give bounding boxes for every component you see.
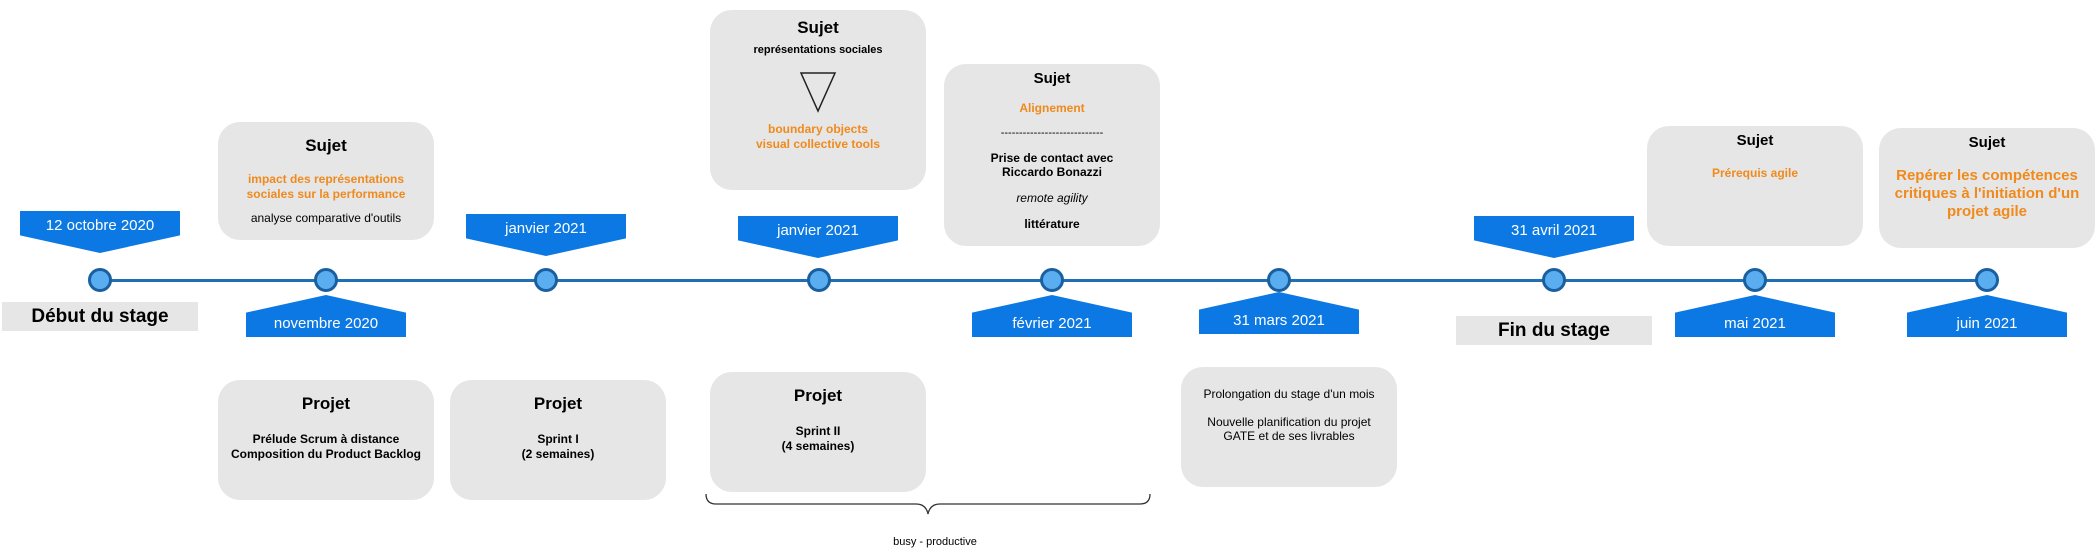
start-label: Début du stage — [2, 302, 198, 331]
projet-card: Projet Sprint II (4 semaines) — [710, 372, 926, 492]
timeline-node[interactable] — [1743, 268, 1767, 292]
card-separator: ---------------------------- — [1000, 127, 1104, 139]
card-bold: littérature — [1024, 217, 1080, 231]
brace-bracket — [705, 493, 1151, 515]
sujet-card: Sujet Alignement -----------------------… — [944, 64, 1160, 246]
card-highlight: Prérequis agile — [1711, 166, 1799, 180]
date-flag-jan-2021-b: janvier 2021 — [738, 216, 898, 258]
card-title: Sujet — [797, 18, 839, 37]
note-line: Prolongation du stage d'un mois — [1203, 387, 1375, 401]
card-text: Sprint II (4 semaines) — [781, 424, 855, 453]
timeline-node[interactable] — [1267, 268, 1291, 292]
date-flag-feb-2021: février 2021 — [972, 295, 1132, 337]
card-text: Sprint I (2 semaines) — [521, 432, 595, 461]
brace-label: busy - productive — [893, 536, 977, 548]
projet-card: Projet Sprint I (2 semaines) — [450, 380, 666, 500]
timeline-node[interactable] — [1975, 268, 1999, 292]
card-highlight: boundary objects visual collective tools — [755, 122, 881, 151]
card-title: Sujet — [1033, 70, 1071, 87]
sujet-card: Sujet représentations sociales boundary … — [710, 10, 926, 190]
end-label: Fin du stage — [1456, 316, 1652, 345]
date-flag-mar-2021: 31 mars 2021 — [1199, 292, 1359, 334]
date-flag-apr-2021: 31 avril 2021 — [1474, 216, 1634, 258]
timeline-node[interactable] — [1542, 268, 1566, 292]
card-title: Projet — [301, 394, 351, 413]
card-highlight: Repérer les compétences critiques à l'in… — [1894, 167, 2080, 220]
card-title: Sujet — [305, 136, 347, 155]
card-text: analyse comparative d'outils — [250, 211, 402, 225]
card-highlight: impact des représentations sociales sur … — [246, 172, 406, 201]
sujet-card: Sujet Repérer les compétences critiques … — [1879, 128, 2095, 248]
card-italic: remote agility — [1016, 191, 1088, 205]
note-line: Nouvelle planification du projet GATE et… — [1207, 415, 1371, 443]
card-title: Sujet — [1736, 132, 1774, 149]
timeline-node[interactable] — [807, 268, 831, 292]
sujet-card: Sujet impact des représentations sociale… — [218, 122, 434, 240]
note-card: Prolongation du stage d'un mois Nouvelle… — [1181, 367, 1397, 487]
card-text: Prélude Scrum à distance Composition du … — [230, 432, 421, 461]
date-flag-oct-2020: 12 octobre 2020 — [20, 211, 180, 253]
date-flag-jun-2021: juin 2021 — [1907, 295, 2067, 337]
card-title: Sujet — [1968, 134, 2006, 151]
projet-card: Projet Prélude Scrum à distance Composit… — [218, 380, 434, 500]
funnel-icon — [799, 72, 837, 113]
date-flag-nov-2020: novembre 2020 — [246, 295, 406, 337]
card-contact: Prise de contact avec Riccardo Bonazzi — [990, 151, 1114, 179]
timeline-node[interactable] — [534, 268, 558, 292]
date-flag-may-2021: mai 2021 — [1675, 295, 1835, 337]
card-subtitle: représentations sociales — [753, 44, 883, 56]
card-highlight: Alignement — [1019, 101, 1085, 115]
timeline-node[interactable] — [1040, 268, 1064, 292]
card-title: Projet — [533, 394, 583, 413]
sujet-card: Sujet Prérequis agile — [1647, 126, 1863, 246]
card-title: Projet — [793, 386, 843, 405]
timeline-node[interactable] — [314, 268, 338, 292]
date-flag-jan-2021: janvier 2021 — [466, 214, 626, 256]
timeline-node[interactable] — [88, 268, 112, 292]
